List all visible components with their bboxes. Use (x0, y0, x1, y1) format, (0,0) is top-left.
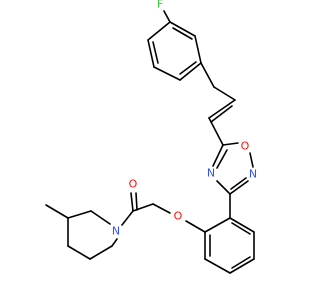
bond (169, 21, 196, 37)
bond (231, 256, 251, 269)
bond (249, 152, 254, 168)
bond-layer (45, 10, 255, 274)
bond (230, 177, 247, 190)
bond (231, 222, 251, 235)
bond (172, 27, 193, 40)
bond (152, 203, 171, 214)
bond (194, 35, 202, 64)
bond (210, 105, 233, 123)
bond (111, 238, 118, 247)
bond (147, 39, 155, 68)
atom-label-ring-nitrogen-left: N (207, 167, 215, 180)
atom-label-ether-oxygen: O (174, 210, 183, 223)
bond (200, 62, 215, 88)
bond (216, 149, 228, 169)
bond (229, 180, 249, 195)
bond (204, 217, 231, 233)
bond (135, 192, 138, 211)
bond (204, 258, 231, 274)
bond (229, 217, 255, 233)
bond (121, 210, 134, 226)
bond (179, 61, 197, 75)
bond (67, 210, 92, 219)
bond (179, 62, 202, 81)
atom-label-ring-oxygen: O (241, 140, 250, 153)
molecule-structure: F O N N O O N (45, 0, 258, 274)
bond (152, 41, 159, 64)
bond (216, 180, 231, 195)
bond (163, 10, 171, 23)
bond (90, 210, 111, 225)
bond (229, 258, 255, 274)
bond (208, 99, 236, 119)
bond (222, 142, 239, 146)
bond (89, 245, 113, 260)
bond (153, 66, 181, 81)
bond (67, 245, 91, 260)
bond (208, 117, 224, 146)
atom-label-carbonyl-oxygen: O (129, 178, 138, 191)
atom-label-ring-nitrogen-right: N (249, 168, 257, 181)
atom-label-piperidine-nitrogen: N (112, 225, 120, 238)
atom-label-fluorine: F (157, 0, 163, 11)
bond (147, 21, 171, 41)
atom-label-layer: F O N N O O N (112, 0, 257, 238)
bond (185, 220, 206, 233)
bond (212, 144, 224, 167)
bond (130, 192, 134, 212)
bond (213, 86, 236, 101)
bond (45, 204, 69, 219)
